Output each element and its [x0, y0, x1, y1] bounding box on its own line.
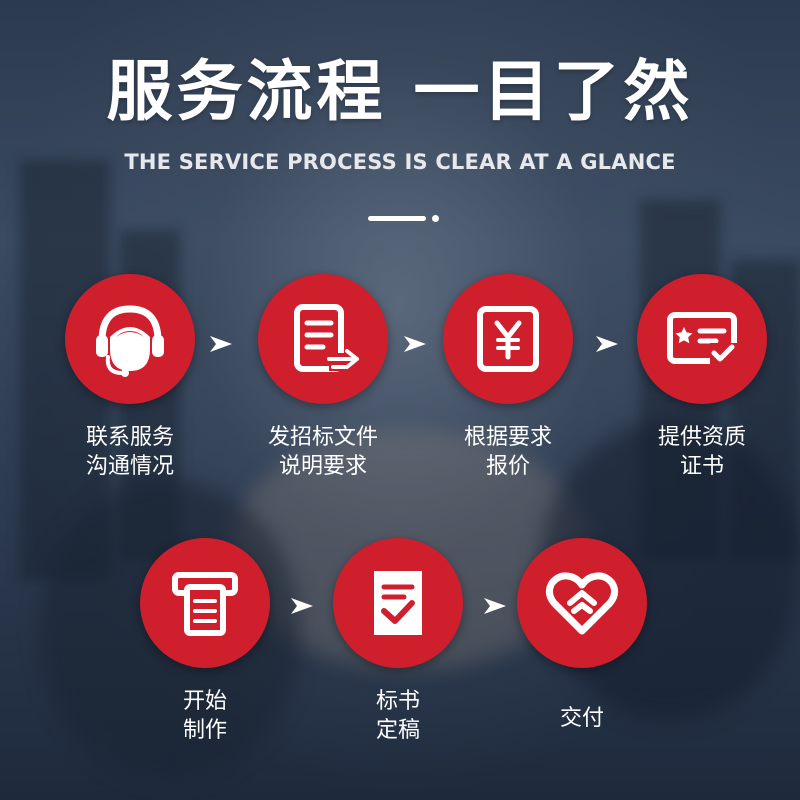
yuan-price-icon [477, 306, 539, 372]
step-7-circle [517, 538, 647, 668]
arrow-icon [594, 334, 620, 354]
printer-icon [172, 572, 238, 636]
step-1-label: 联系服务 沟通情况 [85, 425, 174, 479]
certificate-icon [667, 312, 738, 365]
step-6-circle [333, 538, 463, 668]
step-3-circle [443, 274, 573, 404]
arrow-icon [208, 334, 234, 354]
document-check-icon [374, 571, 422, 635]
arrow-icon [289, 596, 315, 616]
step-4-label: 提供资质 证书 [657, 425, 746, 479]
heart-handshake-icon [545, 572, 619, 635]
headset-agent-icon [96, 305, 164, 377]
step-1-circle [65, 274, 195, 404]
arrow-icon [402, 334, 428, 354]
step-5-label: 开始 制作 [182, 689, 227, 743]
step-2-label: 发招标文件 说明要求 [267, 425, 378, 479]
title-divider-dot [432, 215, 439, 222]
step-2-circle [258, 274, 388, 404]
step-4-circle [637, 274, 767, 404]
arrow-icon [482, 596, 508, 616]
step-7-label: 交付 [559, 706, 604, 731]
page-title: 服务流程 一目了然 [106, 53, 694, 130]
step-3-label: 根据要求 报价 [463, 425, 552, 479]
page-subtitle: THE SERVICE PROCESS IS CLEAR AT A GLANCE [124, 150, 676, 174]
step-5-circle [140, 538, 270, 668]
document-send-icon [294, 304, 359, 372]
title-divider [368, 216, 426, 221]
step-6-label: 标书 定稿 [375, 689, 420, 743]
